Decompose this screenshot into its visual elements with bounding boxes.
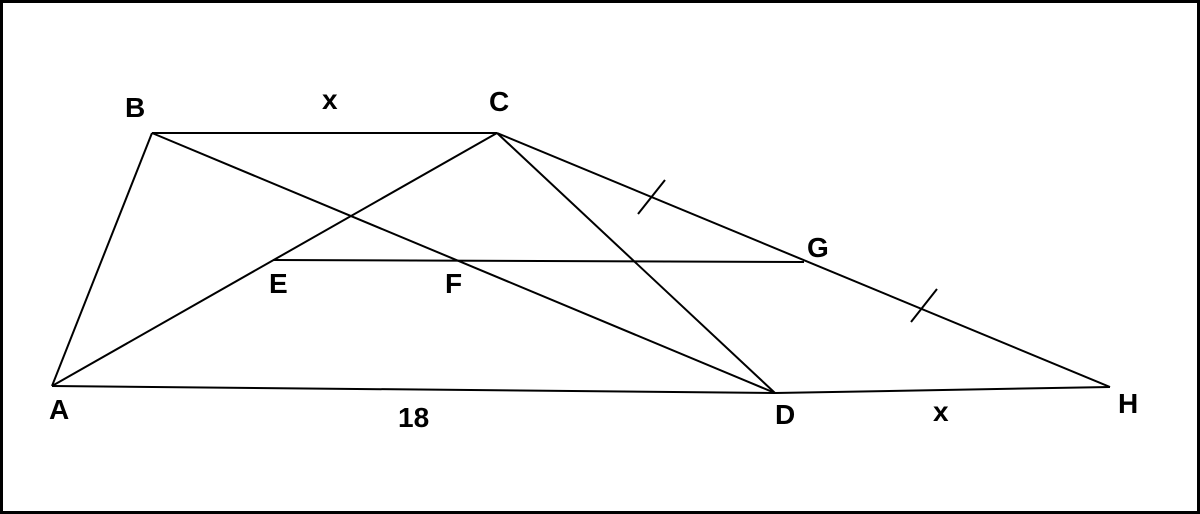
segment-EG bbox=[272, 259, 805, 263]
label-E: E bbox=[269, 268, 288, 299]
segment-CD bbox=[496, 132, 776, 394]
label-F: F bbox=[445, 268, 462, 299]
segment-AD bbox=[51, 385, 776, 394]
tick-mark-CG bbox=[637, 179, 666, 215]
length-label-DH: x bbox=[933, 396, 949, 427]
segment-CH bbox=[496, 132, 1111, 388]
label-C: C bbox=[489, 86, 509, 117]
tick-mark-GH bbox=[910, 288, 938, 323]
label-B: B bbox=[125, 92, 145, 123]
label-H: H bbox=[1118, 388, 1138, 419]
label-G: G bbox=[807, 232, 829, 263]
length-label-AD: 18 bbox=[398, 402, 429, 433]
segment-AB bbox=[51, 132, 153, 387]
segment-DH bbox=[774, 386, 1111, 394]
length-label-BC: x bbox=[322, 84, 338, 115]
label-A: A bbox=[49, 394, 69, 425]
label-D: D bbox=[775, 399, 795, 430]
diagonal-BD bbox=[151, 132, 776, 394]
